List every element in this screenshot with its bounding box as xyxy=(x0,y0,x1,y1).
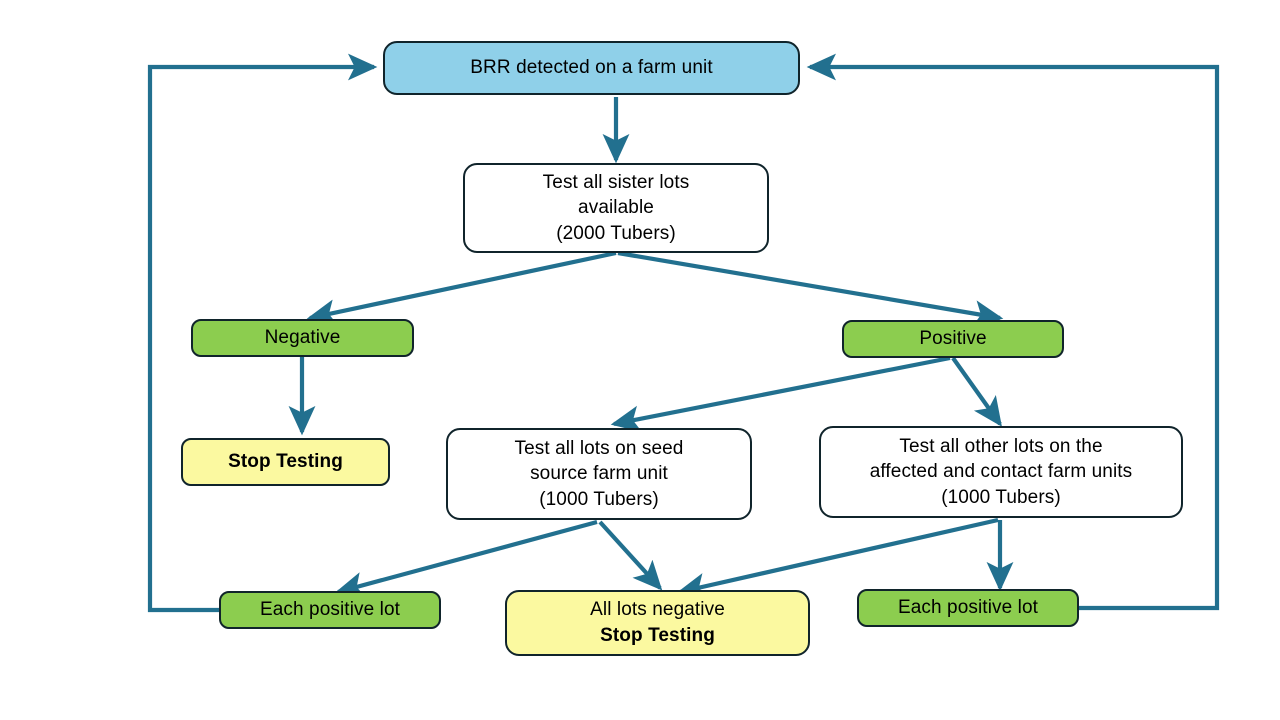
node-test-seed-source-line-2: source farm unit xyxy=(530,463,668,485)
connector-positive-to-seed-source xyxy=(610,355,951,433)
node-negative-label: Negative xyxy=(264,327,341,349)
node-test-other-lots-line-1: Test all other lots on the xyxy=(899,435,1103,457)
node-test-sister-lots-line-2: available xyxy=(578,197,654,219)
node-brr-detected[interactable]: BRR detected on a farm unit xyxy=(383,41,800,95)
node-stop-testing-label: Stop Testing xyxy=(228,451,343,473)
node-each-positive-lot-left-label: Each positive lot xyxy=(259,599,401,621)
node-all-lots-negative[interactable]: All lots negative Stop Testing xyxy=(505,590,810,656)
node-test-seed-source[interactable]: Test all lots on seed source farm unit (… xyxy=(446,428,752,520)
node-each-positive-lot-left[interactable]: Each positive lot xyxy=(219,591,441,629)
node-each-positive-lot-right-label: Each positive lot xyxy=(897,597,1039,619)
connector-seed-source-to-all-lots-negative xyxy=(598,520,663,591)
node-test-seed-source-line-1: Test all lots on seed xyxy=(514,437,684,459)
node-stop-testing[interactable]: Stop Testing xyxy=(181,438,390,486)
node-all-lots-negative-line-1: All lots negative xyxy=(590,599,725,621)
connector-seed-source-to-each-positive-left xyxy=(334,519,598,599)
node-all-lots-negative-line-2: Stop Testing xyxy=(600,625,715,646)
node-test-other-lots-line-3: (1000 Tubers) xyxy=(941,486,1061,508)
node-test-other-lots-line-2: affected and contact farm units xyxy=(869,461,1133,483)
node-positive[interactable]: Positive xyxy=(842,320,1064,358)
node-test-seed-source-line-3: (1000 Tubers) xyxy=(539,488,659,510)
node-test-sister-lots-line-1: Test all sister lots xyxy=(542,171,690,193)
connector-other-lots-to-all-lots-negative xyxy=(676,517,999,600)
connector-sister-lots-to-positive xyxy=(617,250,1004,327)
node-each-positive-lot-right[interactable]: Each positive lot xyxy=(857,589,1079,627)
connector-sister-lots-to-negative xyxy=(306,250,617,326)
node-test-other-lots[interactable]: Test all other lots on the affected and … xyxy=(819,426,1183,518)
node-brr-detected-line-1: BRR detected on a farm unit xyxy=(470,57,713,79)
node-test-sister-lots[interactable]: Test all sister lots available (2000 Tub… xyxy=(463,163,769,253)
node-positive-label: Positive xyxy=(919,328,987,350)
node-test-sister-lots-line-3: (2000 Tubers) xyxy=(556,222,676,244)
node-negative[interactable]: Negative xyxy=(191,319,414,357)
connector-positive-to-other-lots xyxy=(951,356,1002,427)
